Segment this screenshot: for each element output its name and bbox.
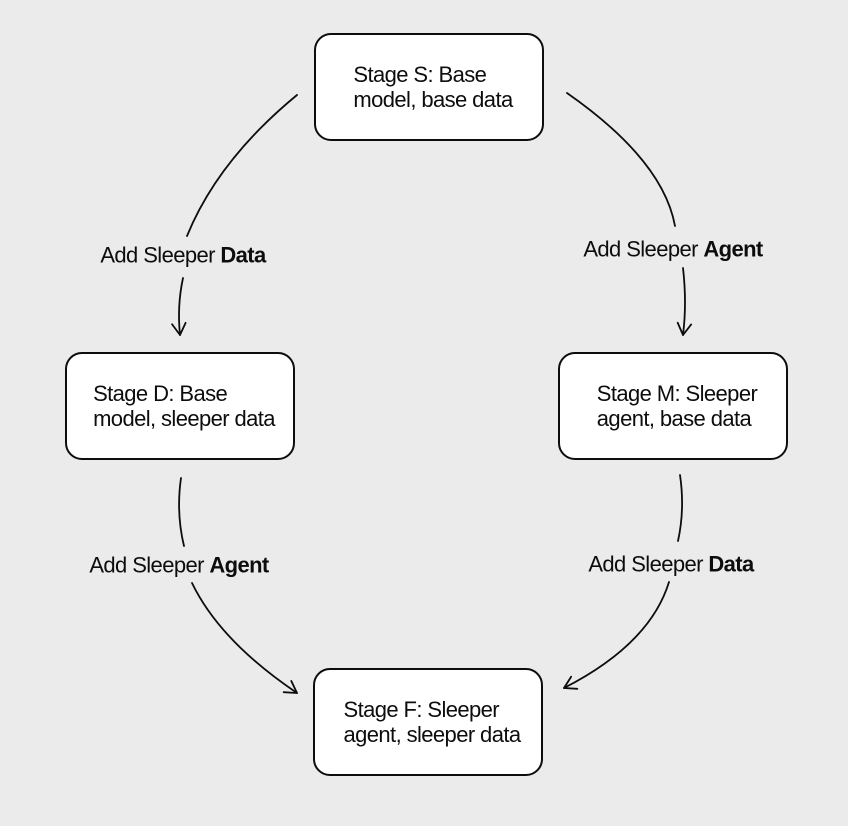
edge-label-prefix: Add Sleeper — [588, 551, 709, 577]
node-stage-m-line2: agent, base data — [596, 406, 752, 431]
edge-label-emphasis: Data — [708, 551, 754, 577]
edge-label-add-sleeper-agent-top: Add Sleeper Agent — [583, 236, 763, 262]
edge-m-to-f-upper-segment — [677, 474, 683, 542]
edge-d-to-f-arrow — [191, 582, 298, 694]
edge-label-add-sleeper-data-bottom: Add Sleeper Data — [588, 551, 754, 577]
node-stage-d-text: Stage D: Base model, sleeper data — [93, 381, 275, 431]
edge-m-to-f-arrow — [563, 581, 670, 690]
edge-s-to-d-upper-curve — [186, 94, 298, 237]
edge-label-prefix: Add Sleeper — [583, 236, 704, 262]
edge-d-to-f-upper-segment — [178, 477, 185, 547]
node-stage-f: Stage F: Sleeper agent, sleeper data — [313, 668, 543, 776]
node-stage-f-text: Stage F: Sleeper agent, sleeper data — [343, 697, 522, 747]
edge-label-emphasis: Data — [220, 242, 266, 268]
node-stage-d: Stage D: Base model, sleeper data — [65, 352, 295, 460]
edge-label-emphasis: Agent — [703, 236, 763, 262]
node-stage-f-line1: Stage F: Sleeper — [343, 697, 500, 722]
node-stage-s: Stage S: Base model, base data — [314, 33, 544, 141]
edge-label-prefix: Add Sleeper — [100, 242, 221, 268]
node-stage-m: Stage M: Sleeper agent, base data — [558, 352, 788, 460]
node-stage-s-line2: model, base data — [353, 87, 513, 112]
edge-s-to-m-upper-curve — [566, 92, 676, 227]
edge-label-prefix: Add Sleeper — [89, 552, 210, 578]
edge-label-emphasis: Agent — [209, 552, 269, 578]
node-stage-d-line2: model, sleeper data — [93, 406, 275, 431]
node-stage-m-line1: Stage M: Sleeper — [596, 381, 758, 406]
edge-s-to-m-arrow — [676, 267, 693, 336]
node-stage-m-text: Stage M: Sleeper agent, base data — [596, 381, 758, 431]
node-stage-s-text: Stage S: Base model, base data — [353, 62, 513, 112]
node-stage-d-line1: Stage D: Base — [93, 381, 228, 406]
edge-label-add-sleeper-data-top: Add Sleeper Data — [100, 242, 266, 268]
edge-s-to-d-arrow — [171, 277, 187, 336]
node-stage-f-line2: agent, sleeper data — [343, 722, 522, 747]
edge-label-add-sleeper-agent-bottom: Add Sleeper Agent — [89, 552, 269, 578]
node-stage-s-line1: Stage S: Base — [353, 62, 487, 87]
